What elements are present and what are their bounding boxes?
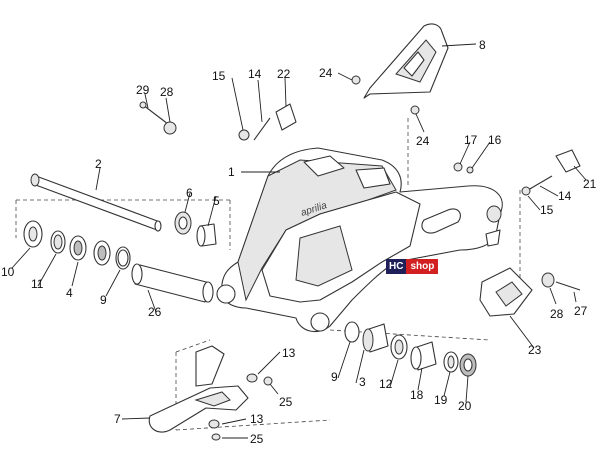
- callout-13-bottom: 13: [250, 412, 264, 426]
- chain-guard: [363, 23, 449, 99]
- callout-25-bottom: 25: [250, 432, 264, 446]
- spacer-tube: [131, 263, 214, 303]
- callout-7: 7: [114, 412, 121, 426]
- callout-labels: 1 2 3 4 5 6 7 8 9 9 10 11 12 13 13 14 14…: [1, 38, 597, 446]
- watermark-hc: HC: [386, 259, 407, 274]
- callout-15-right: 15: [540, 203, 554, 217]
- callout-23: 23: [528, 343, 542, 357]
- right-bearing-stack: [344, 321, 477, 377]
- callout-11: 11: [31, 277, 44, 291]
- watermark-shop: shop: [406, 259, 439, 274]
- callout-18: 18: [410, 388, 424, 402]
- left-bearing-set: [23, 220, 131, 270]
- callout-16: 16: [488, 133, 502, 147]
- callout-17: 17: [464, 133, 478, 147]
- callout-4: 4: [66, 286, 73, 300]
- swingarm: [216, 147, 503, 333]
- pivot-shaft: [30, 173, 162, 232]
- callout-12: 12: [379, 377, 393, 391]
- chain-guide-plate: [479, 267, 533, 317]
- shop-watermark: HC shop: [386, 259, 439, 274]
- callout-10: 10: [1, 265, 15, 279]
- callout-22: 22: [277, 67, 291, 81]
- callout-15-left: 15: [212, 69, 226, 83]
- callout-27: 27: [574, 304, 588, 318]
- callout-28-left: 28: [160, 85, 174, 99]
- callout-20: 20: [458, 399, 472, 413]
- callout-25-top: 25: [279, 395, 293, 409]
- callout-13-top: 13: [282, 346, 296, 360]
- leader-lines: [11, 43, 587, 439]
- nut-and-bushing: [174, 211, 217, 247]
- callout-8: 8: [479, 38, 486, 52]
- callout-9-right: 9: [331, 370, 338, 384]
- callout-1: 1: [228, 165, 235, 179]
- callout-14-left: 14: [248, 67, 262, 81]
- callout-14-right: 14: [558, 189, 572, 203]
- callout-6: 6: [186, 186, 193, 200]
- callout-9-left: 9: [100, 293, 107, 307]
- chain-slider: [148, 345, 249, 433]
- callout-24-top: 24: [319, 66, 333, 80]
- callout-24-lower: 24: [416, 134, 430, 148]
- callout-28-right: 28: [550, 307, 564, 321]
- callout-5: 5: [213, 194, 220, 208]
- callout-3: 3: [359, 375, 366, 389]
- callout-19: 19: [434, 393, 448, 407]
- callout-26: 26: [148, 305, 162, 319]
- callout-2: 2: [95, 157, 102, 171]
- callout-29: 29: [136, 83, 150, 97]
- callout-21: 21: [583, 177, 597, 191]
